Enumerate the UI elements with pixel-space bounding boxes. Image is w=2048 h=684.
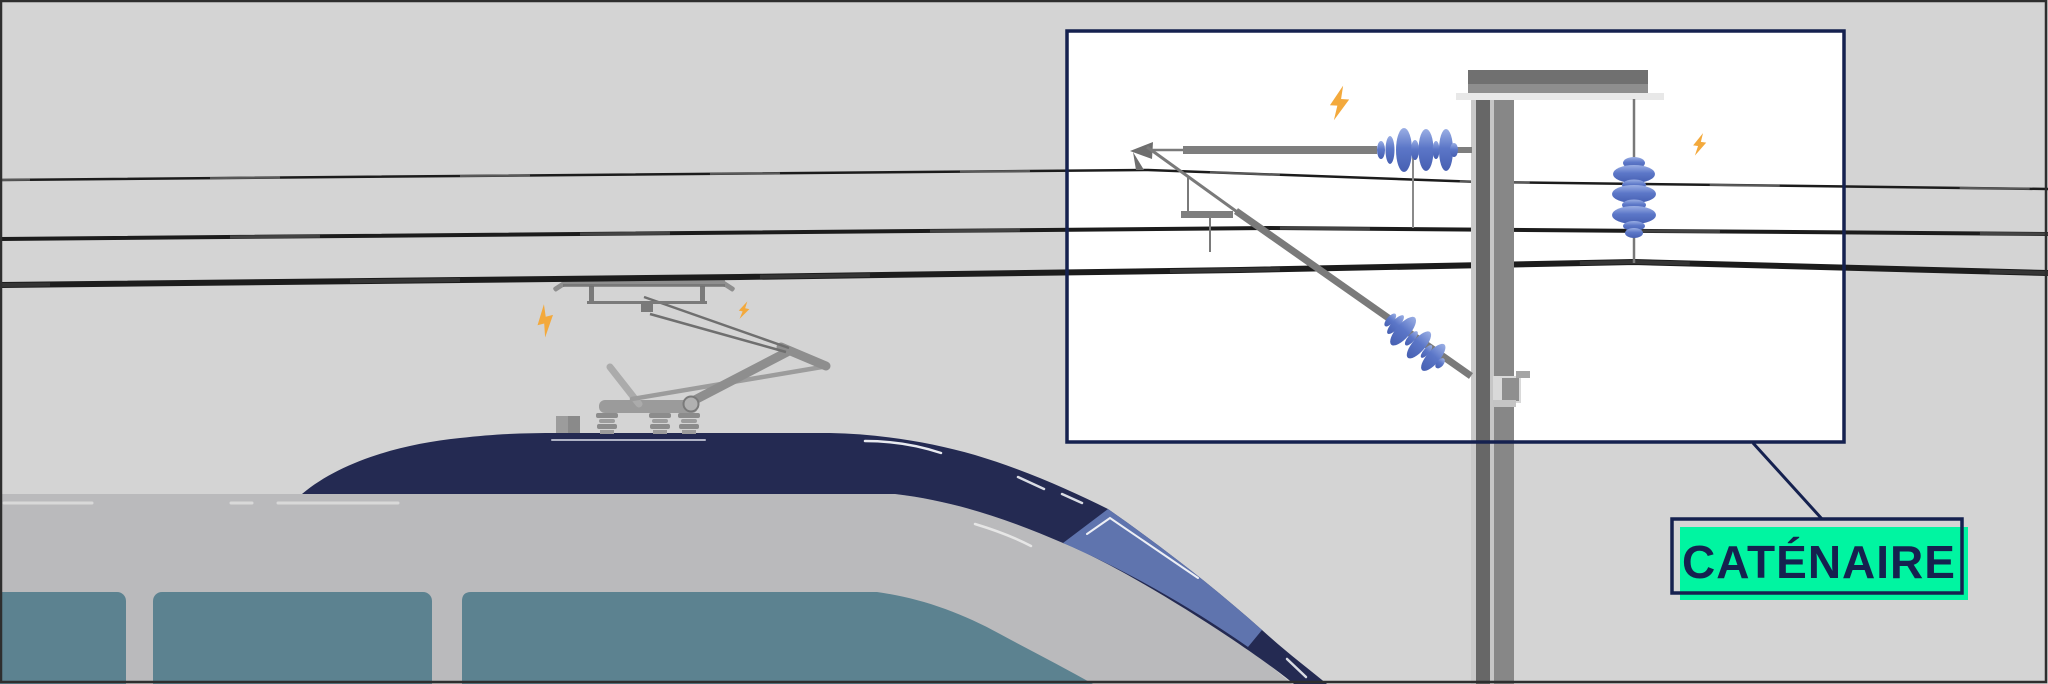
support-pole: [1471, 99, 1514, 684]
pantograph-base-insulators: [596, 413, 700, 434]
label-green-fill: [1680, 527, 1968, 600]
train-nose-accent: [1063, 509, 1262, 647]
head-post: [700, 286, 705, 303]
label-outline: [1670, 517, 1964, 595]
catenaire-label: CATÉNAIRE: [1670, 517, 1968, 600]
head-apex-pin: [641, 303, 653, 312]
pantograph-lower-arm: [684, 346, 794, 408]
wire-sheen: [0, 169, 2048, 190]
body-highlight-dashes: [2, 501, 1033, 548]
head-crossbar: [587, 301, 707, 304]
inset-detail-box: [1067, 31, 1844, 442]
inset-box-border: [1065, 29, 1846, 444]
diagonal-strut: [1146, 145, 1474, 379]
pantograph-base-tube: [599, 400, 698, 413]
head-post: [589, 286, 594, 303]
insulator-vertical: [1612, 157, 1656, 238]
pantograph-upper-rod: [649, 312, 787, 354]
insulator-horizontal: [1377, 128, 1458, 172]
pantograph: [553, 278, 831, 434]
roof-vent-box-shade: [568, 416, 580, 433]
anchor-clamp-pendant: [1133, 152, 1144, 170]
label-text: CATÉNAIRE: [1682, 536, 1956, 588]
pantograph-elbow: [776, 342, 831, 371]
overhead-wires: [0, 168, 2048, 288]
train-windshield: [462, 592, 1093, 684]
wire-sheen: [0, 260, 2048, 287]
label-connector-line: [1751, 441, 1824, 521]
train-window: [0, 592, 126, 684]
pole-cap-beam: [1456, 70, 1664, 100]
pantograph-pivot: [682, 395, 700, 413]
train: [0, 433, 1327, 684]
anchor-clamp: [1130, 142, 1153, 159]
train-window: [153, 592, 432, 684]
roof-highlight-dashes: [551, 439, 1308, 679]
contact-head-shade: [563, 284, 725, 287]
insulator-diagonal: [1384, 313, 1446, 371]
pantograph-upper-rod: [643, 295, 790, 350]
cantilever-arm: [1130, 142, 1472, 170]
catenary-wire-mid: [0, 226, 2048, 241]
catenary-support-structure: [1130, 70, 1664, 684]
pole-bracket: [1493, 371, 1530, 407]
train-roof: [302, 433, 1327, 684]
registration-arm: [1181, 176, 1233, 252]
